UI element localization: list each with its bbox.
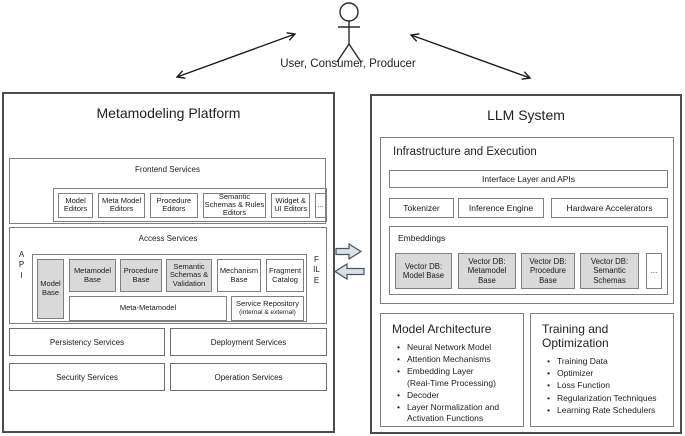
list-item: •Layer Normalization and Activation Func… [397, 402, 500, 424]
bullet-icon: • [397, 354, 400, 365]
list-item: •Optimizer [547, 368, 594, 379]
user-icon [336, 2, 362, 63]
semantic-schemas-validation-box: Semantic Schemas & Validation [166, 259, 212, 292]
model-architecture-title: Model Architecture [392, 322, 492, 336]
flow-arrow-right-icon [335, 242, 363, 261]
vector-db-model-base-box: Vector DB: Model Base [395, 253, 452, 289]
fragment-catalog-box: Fragment Catalog [266, 259, 304, 292]
actor-label: User, Consumer, Producer [280, 58, 416, 70]
training-optimization-title: Training and Optimization [542, 322, 609, 350]
widget-ui-editors-box: Widget & UI Editors [271, 192, 311, 218]
model-editors-box: Model Editors [58, 192, 94, 218]
access-services-box: Access Services API FILE Model Base Meta… [9, 227, 327, 324]
service-repository-label: Service Repository [236, 299, 299, 309]
list-item: •Learning Rate Schedulers [547, 404, 656, 415]
metamodel-base-box: Metamodel Base [69, 259, 116, 292]
frontend-services-box: Frontend Services Model Editors Meta Mod… [9, 158, 327, 224]
mechanism-base-box: Mechanism Base [217, 259, 261, 292]
vector-db-procedure-base-box: Vector DB: Procedure Base [521, 253, 575, 289]
procedure-base-box: Procedure Base [120, 259, 162, 292]
list-item: •Embedding Layer (Real-Time Processing) [397, 366, 496, 388]
double-arrow-right-icon [411, 35, 530, 78]
file-label: FILE [313, 255, 320, 285]
more-vector-dbs-box: ... [646, 253, 662, 289]
model-architecture-box: Model Architecture •Neural Network Model… [380, 313, 524, 427]
persistency-services-box: Persistency Services [9, 328, 165, 356]
vector-db-semantic-schemas-box: Vector DB: Semantic Schemas [580, 253, 639, 289]
api-label: API [18, 250, 25, 280]
list-item: •Neural Network Model [397, 342, 492, 352]
training-optimization-list: •Training Data •Optimizer •Loss Function… [531, 356, 673, 416]
service-repository-sublabel: (internal & external) [239, 309, 296, 317]
bullet-icon: • [397, 389, 400, 400]
bullet-icon: • [547, 404, 550, 415]
tokenizer-box: Tokenizer [389, 198, 454, 218]
more-editors-box: ... [315, 192, 326, 218]
double-arrow-left-icon [177, 34, 295, 77]
flow-arrow-left-icon [333, 262, 365, 281]
interface-layer-apis-box: Interface Layer and APIs [389, 170, 668, 188]
bullet-icon: • [397, 366, 400, 377]
semantic-schemas-rules-editors-box: Semantic Schemas & Rules Editors [202, 191, 267, 218]
list-item: •Attention Mechanisms [397, 354, 491, 365]
operation-services-box: Operation Services [170, 363, 327, 391]
llm-system-panel: LLM System Infrastructure and Execution … [370, 94, 682, 434]
metamodeling-platform-title: Metamodeling Platform [96, 105, 241, 121]
embeddings-box: Embeddings Vector DB: Model Base Vector … [389, 226, 668, 295]
model-base-box: Model Base [37, 259, 64, 319]
service-repository-box: Service Repository (internal & external) [231, 296, 304, 321]
vector-db-metamodel-base-box: Vector DB: Metamodel Base [458, 253, 516, 289]
bullet-icon: • [547, 392, 550, 403]
frontend-services-label: Frontend Services [135, 165, 200, 174]
infrastructure-execution-title: Infrastructure and Execution [393, 146, 537, 158]
llm-system-title: LLM System [487, 107, 565, 123]
infrastructure-execution-box: Infrastructure and Execution Interface L… [380, 137, 674, 304]
meta-metamodel-box: Meta-Metamodel [69, 296, 227, 321]
hardware-accelerators-box: Hardware Accelerators [551, 198, 668, 218]
list-item: •Regularization Techniques [547, 392, 657, 403]
training-optimization-box: Training and Optimization •Training Data… [530, 313, 674, 427]
metamodeling-platform-panel: Metamodeling Platform Frontend Services … [2, 92, 335, 433]
list-item: •Training Data [547, 356, 608, 366]
meta-model-editors-box: Meta Model Editors [98, 192, 145, 218]
security-services-box: Security Services [9, 363, 165, 391]
bullet-icon: • [547, 356, 550, 366]
bullet-icon: • [397, 342, 400, 352]
embeddings-title: Embeddings [398, 233, 446, 243]
exchange-arrows-graphic [333, 242, 365, 281]
procedure-editors-box: Procedure Editors [149, 192, 198, 218]
access-services-label: Access Services [138, 234, 198, 243]
list-item: •Decoder [397, 389, 440, 400]
editors-container: Model Editors Meta Model Editors Procedu… [53, 188, 327, 222]
inference-engine-box: Inference Engine [458, 198, 544, 218]
repository-container: Model Base Metamodel Base Procedure Base… [32, 254, 307, 322]
deployment-services-box: Deployment Services [170, 328, 327, 356]
bullet-icon: • [547, 368, 550, 379]
model-architecture-list: •Neural Network Model •Attention Mechani… [381, 342, 523, 425]
bullet-icon: • [547, 380, 550, 391]
list-item: •Loss Function [547, 380, 610, 391]
actor-and-arrows-graphic [0, 2, 685, 92]
bullet-icon: • [397, 402, 400, 413]
